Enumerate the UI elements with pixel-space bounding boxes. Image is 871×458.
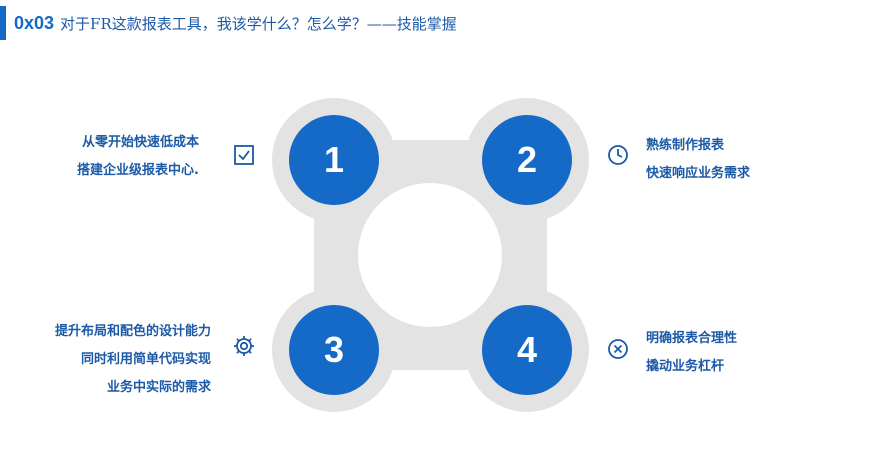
- item-4-line-1: 明确报表合理性: [646, 331, 738, 346]
- item-2-line-2: 快速响应业务需求: [646, 166, 751, 181]
- step-circle-4: 4: [482, 305, 572, 395]
- title-accent-bar: [0, 6, 6, 40]
- item-3-line-3: 业务中实际的需求: [106, 380, 211, 395]
- step-circle-3: 3: [289, 305, 379, 395]
- item-1-line-2: 搭建企业级报表中心.: [77, 163, 199, 178]
- checkbox-icon: [234, 145, 254, 165]
- item-1-line-1: 从零开始快速低成本: [81, 135, 199, 150]
- gear-icon: [234, 336, 254, 356]
- section-number: 0x03: [14, 12, 55, 33]
- item-3-line-2: 同时利用简单代码实现: [80, 352, 211, 367]
- clock-icon: [608, 145, 628, 165]
- item-1-text: 从零开始快速低成本 搭建企业级报表中心.: [77, 129, 199, 185]
- section-title: 对于FR这款报表工具，我该学什么？怎么学？——技能掌握: [60, 14, 457, 33]
- step-circle-1: 1: [289, 115, 379, 205]
- close-circle-icon: [608, 339, 628, 359]
- step-circle-2: 2: [482, 115, 572, 205]
- item-2-line-1: 熟练制作报表: [646, 138, 725, 153]
- item-3-text: 提升布局和配色的设计能力 同时利用简单代码实现 业务中实际的需求: [55, 318, 211, 402]
- item-3-line-1: 提升布局和配色的设计能力: [54, 324, 211, 339]
- page-title: 0x03 对于FR这款报表工具，我该学什么？怎么学？——技能掌握: [14, 9, 457, 37]
- item-4-line-2: 撬动业务杠杆: [646, 359, 725, 374]
- item-2-text: 熟练制作报表 快速响应业务需求: [646, 132, 750, 188]
- item-4-text: 明确报表合理性 撬动业务杠杆: [646, 325, 737, 381]
